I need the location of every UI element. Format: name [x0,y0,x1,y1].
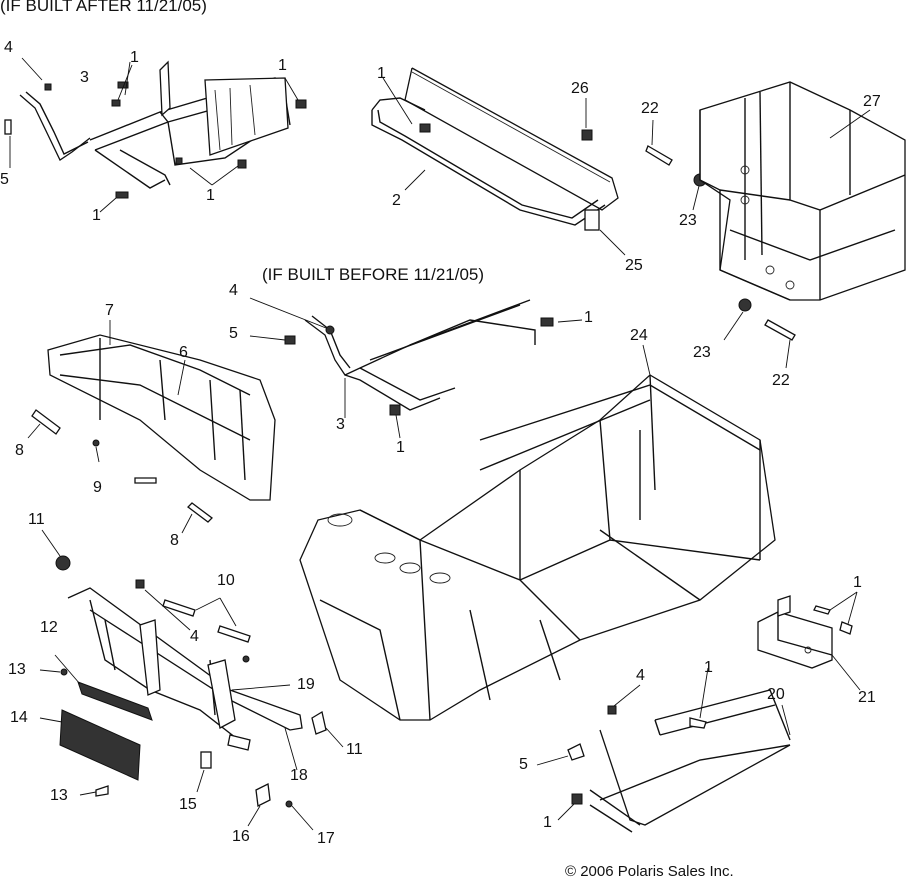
front-frame-6-7 [47,320,276,501]
callout-label: 2 [392,192,401,209]
rack-assembly-2 [371,67,626,256]
callout-label: 1 [92,207,101,224]
callout-label: 3 [80,69,89,86]
callout-label: 8 [170,532,179,549]
note-built-after: (IF BUILT AFTER 11/21/05) [0,0,207,15]
callout-label: 6 [179,344,188,361]
callout-label: 12 [40,619,58,636]
callout-label: 19 [297,676,315,693]
callout-label: 13 [50,787,68,804]
fastener-26 [581,98,593,141]
callout-label: 10 [217,572,235,589]
callout-label: 11 [28,511,45,528]
callout-label: 20 [767,686,785,703]
callout-label: 1 [704,659,713,676]
bolts-8-9 [27,409,213,534]
callout-label: 9 [93,479,102,496]
callout-label: 4 [4,39,13,56]
callout-label: 14 [10,709,28,726]
callout-label: 1 [853,574,862,591]
callout-label: 4 [229,282,238,299]
callout-label: 1 [206,187,215,204]
callout-label: 8 [15,442,24,459]
callout-label: 1 [278,57,287,74]
callout-label: 24 [630,327,648,344]
callout-label: 5 [519,756,528,773]
front-bumper-19 [67,587,303,771]
bracket-21 [757,591,861,691]
callout-label: 5 [229,325,238,342]
rear-bumper-20 [536,667,791,833]
callout-label: 5 [0,171,9,188]
callout-label: 13 [8,661,26,678]
cage-27 [699,81,906,301]
note-built-before: (IF BUILT BEFORE 11/21/05) [262,265,485,284]
callout-label: 7 [105,302,114,319]
callout-label: 3 [336,416,345,433]
main-frame-24 [299,344,776,721]
callout-label: 1 [396,439,405,456]
callout-label: 16 [232,828,250,845]
callout-label: 22 [772,372,790,389]
callout-label: 22 [641,100,659,117]
callout-label: 1 [543,814,552,831]
callout-label: 1 [377,65,386,82]
rear-rack-before-group [249,297,583,439]
callout-label: 23 [679,212,697,229]
callout-label: 1 [584,309,593,326]
callout-label: 15 [179,796,197,813]
fasteners-10-11-4 [41,529,344,748]
callout-label: 17 [317,830,335,847]
callout-label: 18 [290,767,308,784]
fasteners-15-17 [196,751,314,831]
callout-label: 11 [346,741,363,758]
rear-rack-after-group [4,57,307,213]
callout-label: 4 [190,628,199,645]
callout-label: 25 [625,257,643,274]
callout-label: 27 [863,93,881,110]
grille-12-14 [39,654,153,797]
callout-label: 21 [858,689,876,706]
copyright-text: © 2006 Polaris Sales Inc. [565,863,734,880]
callout-label: 4 [636,667,645,684]
callout-label: 1 [130,49,139,66]
bolt-22-top [645,119,673,166]
fasteners-22-23-right [723,298,796,369]
callout-label: 26 [571,80,589,97]
callout-label: 23 [693,344,711,361]
